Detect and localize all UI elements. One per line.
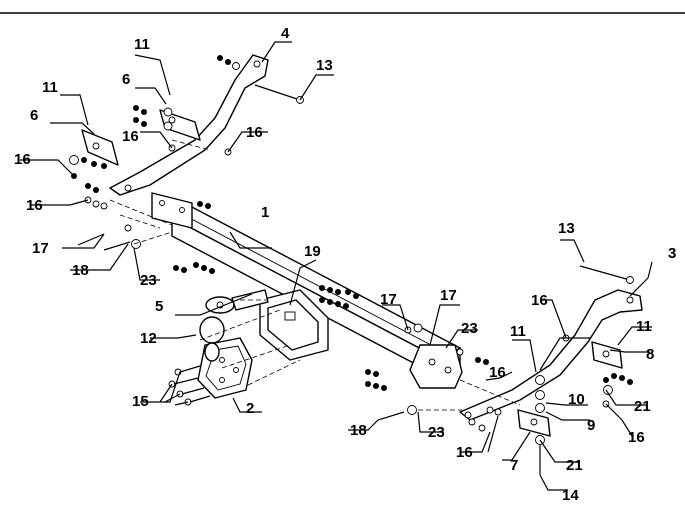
label-part-23-center: 23 xyxy=(461,320,478,337)
label-part-9: 9 xyxy=(587,417,595,434)
assembly-guide-lines xyxy=(109,139,521,411)
label-part-21-lower: 21 xyxy=(566,457,583,474)
bolt-left-long xyxy=(254,84,304,104)
label-part-11-right-far: 11 xyxy=(636,318,652,335)
label-part-23-left: 23 xyxy=(140,272,157,289)
left-mount-plate-lower xyxy=(81,129,119,166)
socket-plate xyxy=(205,289,269,314)
label-part-18-left: 18 xyxy=(72,262,89,279)
crossbar-right-plate xyxy=(409,344,463,389)
left-side-bracket xyxy=(109,54,269,196)
label-part-10: 10 xyxy=(568,391,585,408)
label-part-8: 8 xyxy=(646,346,654,363)
label-part-11-right: 11 xyxy=(510,323,526,340)
label-part-15: 15 xyxy=(132,393,149,410)
part-labels: 1 2 3 4 5 6 6 7 8 9 10 11 11 11 11 12 13… xyxy=(14,25,676,504)
label-part-23-right: 23 xyxy=(428,424,445,441)
label-part-6-lower: 6 xyxy=(30,107,38,124)
label-part-13-left: 13 xyxy=(316,57,333,74)
left-mount-plate-upper xyxy=(159,109,201,141)
label-part-2: 2 xyxy=(246,400,254,417)
label-part-5: 5 xyxy=(155,298,163,315)
center-mount-bracket xyxy=(259,289,329,361)
label-part-1: 1 xyxy=(261,204,269,221)
label-part-16-f: 16 xyxy=(489,364,506,381)
label-part-3: 3 xyxy=(668,245,676,262)
label-part-19: 19 xyxy=(304,243,321,260)
label-part-16-c: 16 xyxy=(14,151,31,168)
label-part-21-upper: 21 xyxy=(634,398,651,415)
label-part-18-right: 18 xyxy=(350,422,367,439)
label-part-16-b: 16 xyxy=(246,124,263,141)
bolt-right-long xyxy=(579,265,634,284)
right-mount-plate-lower xyxy=(517,409,551,437)
label-part-12: 12 xyxy=(140,330,157,347)
label-part-11-left-top: 11 xyxy=(134,36,150,53)
label-part-7: 7 xyxy=(510,457,518,474)
label-part-16-h: 16 xyxy=(628,429,645,446)
label-part-14: 14 xyxy=(562,487,579,504)
label-part-16-e: 16 xyxy=(531,292,548,309)
label-part-16-g: 16 xyxy=(456,444,473,461)
label-part-17-right: 17 xyxy=(440,287,457,304)
label-part-17-left: 17 xyxy=(32,240,49,257)
label-part-16-d: 16 xyxy=(26,197,43,214)
label-part-17-center: 17 xyxy=(380,291,397,308)
tow-ball xyxy=(199,316,225,362)
right-mount-plate-upper xyxy=(591,341,623,369)
crossbar-left-plate xyxy=(151,192,193,229)
label-part-4: 4 xyxy=(281,25,290,42)
label-part-13-right: 13 xyxy=(558,220,575,237)
label-part-16-a: 16 xyxy=(122,128,139,145)
label-part-6-upper: 6 xyxy=(122,71,130,88)
right-side-bracket xyxy=(459,289,643,421)
leader-lines xyxy=(20,41,653,491)
fastener-cluster xyxy=(69,55,633,475)
label-part-11-left: 11 xyxy=(42,79,58,96)
